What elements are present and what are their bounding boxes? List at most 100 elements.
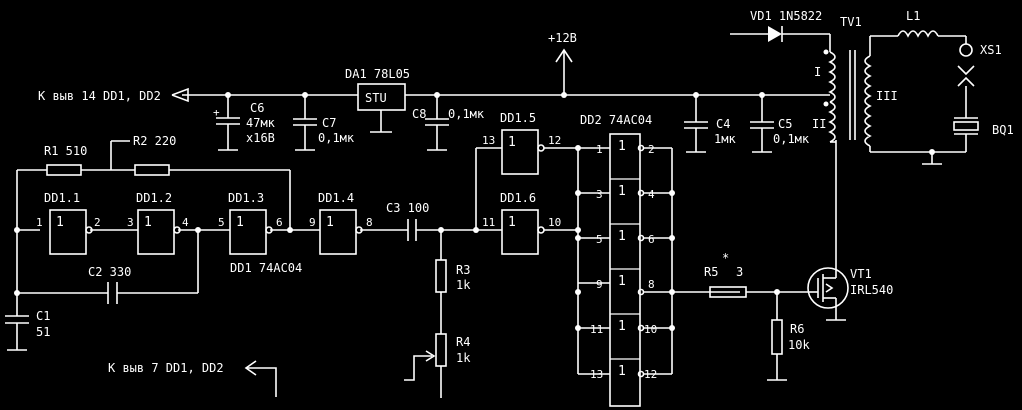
winding-2-label: II bbox=[812, 117, 826, 131]
resistor-r1 bbox=[46, 164, 82, 176]
resistor-r6 bbox=[767, 292, 787, 381]
secondary-circuit bbox=[869, 30, 967, 165]
rail-junctions bbox=[225, 92, 765, 98]
r5-value: 3 bbox=[736, 265, 743, 279]
dd2-pin-8: 8 bbox=[648, 278, 655, 291]
r2-label: R2 220 bbox=[133, 134, 176, 148]
r3-label: R3 bbox=[456, 263, 470, 277]
dd2-pin-6: 6 bbox=[648, 233, 655, 246]
oscillator-junctions bbox=[14, 145, 581, 296]
dd1-6-label: DD1.6 bbox=[500, 191, 536, 205]
r4-label: R4 bbox=[456, 335, 470, 349]
dd1-1-pin-out: 2 bbox=[94, 216, 101, 229]
xs1-label: XS1 bbox=[980, 43, 1002, 57]
svg-text:+: + bbox=[213, 106, 220, 119]
gate-dd1-3 bbox=[229, 209, 273, 255]
capacitor-c8 bbox=[425, 95, 449, 151]
c7-value: 0,1мк bbox=[318, 131, 355, 145]
r4-value: 1k bbox=[456, 351, 471, 365]
r6-value: 10k bbox=[788, 338, 810, 352]
dd2-gate-symbol-4: 1 bbox=[618, 274, 626, 289]
dd2-gate-symbol-3: 1 bbox=[618, 229, 626, 244]
c2-label: C2 330 bbox=[88, 265, 131, 279]
capacitor-c1 bbox=[5, 315, 29, 351]
dd1-3-symbol: 1 bbox=[236, 215, 244, 230]
gate-dd1-5 bbox=[501, 129, 545, 175]
dd1-1-symbol: 1 bbox=[56, 215, 64, 230]
winding-1-label: I bbox=[814, 65, 821, 79]
crystal-bq1 bbox=[953, 117, 979, 140]
oscillator-wires bbox=[16, 147, 578, 316]
gate-dd1-1 bbox=[49, 209, 93, 255]
transformer-tv1 bbox=[823, 49, 872, 147]
dd1-4-pin-in: 9 bbox=[309, 216, 316, 229]
dd1-4-label: DD1.4 bbox=[318, 191, 354, 205]
dd2-gate-symbol-6: 1 bbox=[618, 364, 626, 379]
c5-value: 0,1мк bbox=[773, 132, 810, 146]
capacitor-c2 bbox=[107, 282, 118, 304]
c3-label: C3 100 bbox=[386, 201, 429, 215]
connector-xs1 bbox=[957, 43, 975, 118]
dd2-pin-2: 2 bbox=[648, 143, 655, 156]
dd2-buffer bbox=[575, 133, 740, 407]
dd1-6-symbol: 1 bbox=[508, 215, 516, 230]
dd1-4-symbol: 1 bbox=[326, 215, 334, 230]
capacitor-c7 bbox=[293, 95, 317, 151]
dd1-2-symbol: 1 bbox=[144, 215, 152, 230]
dd1-5-label: DD1.5 bbox=[500, 111, 536, 125]
gate-dd1-2 bbox=[137, 209, 181, 255]
regulator-body-label: STU bbox=[365, 91, 387, 105]
plus12-label: +12В bbox=[548, 31, 577, 45]
capacitor-c3 bbox=[407, 219, 417, 241]
dd2-pin-11: 11 bbox=[590, 323, 603, 336]
c8-label: C8 bbox=[412, 107, 426, 121]
dd2-pin-12: 12 bbox=[644, 368, 657, 381]
dd2-pin-13: 13 bbox=[590, 368, 603, 381]
dd1-5-pin-out: 12 bbox=[548, 134, 561, 147]
dd1-5-pin-in: 13 bbox=[482, 134, 495, 147]
c5-label: C5 bbox=[778, 117, 792, 131]
dd1-5-symbol: 1 bbox=[508, 135, 516, 150]
mosfet-vt1 bbox=[807, 140, 849, 321]
dd1-2-pin-in: 3 bbox=[127, 216, 134, 229]
c1-value: 51 bbox=[36, 325, 50, 339]
dd1-6-pin-in: 11 bbox=[482, 216, 495, 229]
dd2-gate-symbol-1: 1 bbox=[618, 139, 626, 154]
r3-value: 1k bbox=[456, 278, 471, 292]
dd2-pin-9: 9 bbox=[596, 278, 603, 291]
r5-mark: * bbox=[722, 251, 729, 265]
dd1-6-pin-out: 10 bbox=[548, 216, 561, 229]
c6-label: C6 bbox=[250, 101, 264, 115]
gate-dd1-4 bbox=[319, 209, 363, 255]
ground-symbol bbox=[244, 360, 277, 397]
vd1-label: VD1 1N5822 bbox=[750, 9, 822, 23]
c4-label: C4 bbox=[716, 117, 730, 131]
l1-label: L1 bbox=[906, 9, 920, 23]
dd1-3-pin-in: 5 bbox=[218, 216, 225, 229]
c6-value: 47мк bbox=[246, 116, 276, 130]
capacitor-c4 bbox=[684, 95, 708, 153]
r6-label: R6 bbox=[790, 322, 804, 336]
diode-vd1 bbox=[730, 26, 831, 52]
c4-value: 1мк bbox=[714, 132, 736, 146]
dd2-type-label: DD2 74AC04 bbox=[580, 113, 652, 127]
c7-label: C7 bbox=[322, 116, 336, 130]
dd2-pin-5: 5 bbox=[596, 233, 603, 246]
dd2-pin-1: 1 bbox=[596, 143, 603, 156]
gate-dd1-6 bbox=[501, 209, 545, 255]
bq1-label: BQ1 bbox=[992, 123, 1014, 137]
dd2-pin-10: 10 bbox=[644, 323, 657, 336]
gnd-out-label: К выв 7 DD1, DD2 bbox=[108, 361, 224, 375]
capacitor-c6: + bbox=[213, 95, 240, 151]
dd1-1-pin-in: 1 bbox=[36, 216, 43, 229]
c6-voltage: x16В bbox=[246, 131, 275, 145]
resistor-r4 bbox=[404, 333, 447, 398]
regulator-label: DA1 78L05 bbox=[345, 67, 410, 81]
resistor-r3 bbox=[435, 230, 447, 334]
supply-out-label: К выв 14 DD1, DD2 bbox=[38, 89, 161, 103]
dd2-gate-symbol-2: 1 bbox=[618, 184, 626, 199]
vt1-type: IRL540 bbox=[850, 283, 893, 297]
r1-label: R1 510 bbox=[44, 144, 87, 158]
dd2-gate-symbol-5: 1 bbox=[618, 319, 626, 334]
